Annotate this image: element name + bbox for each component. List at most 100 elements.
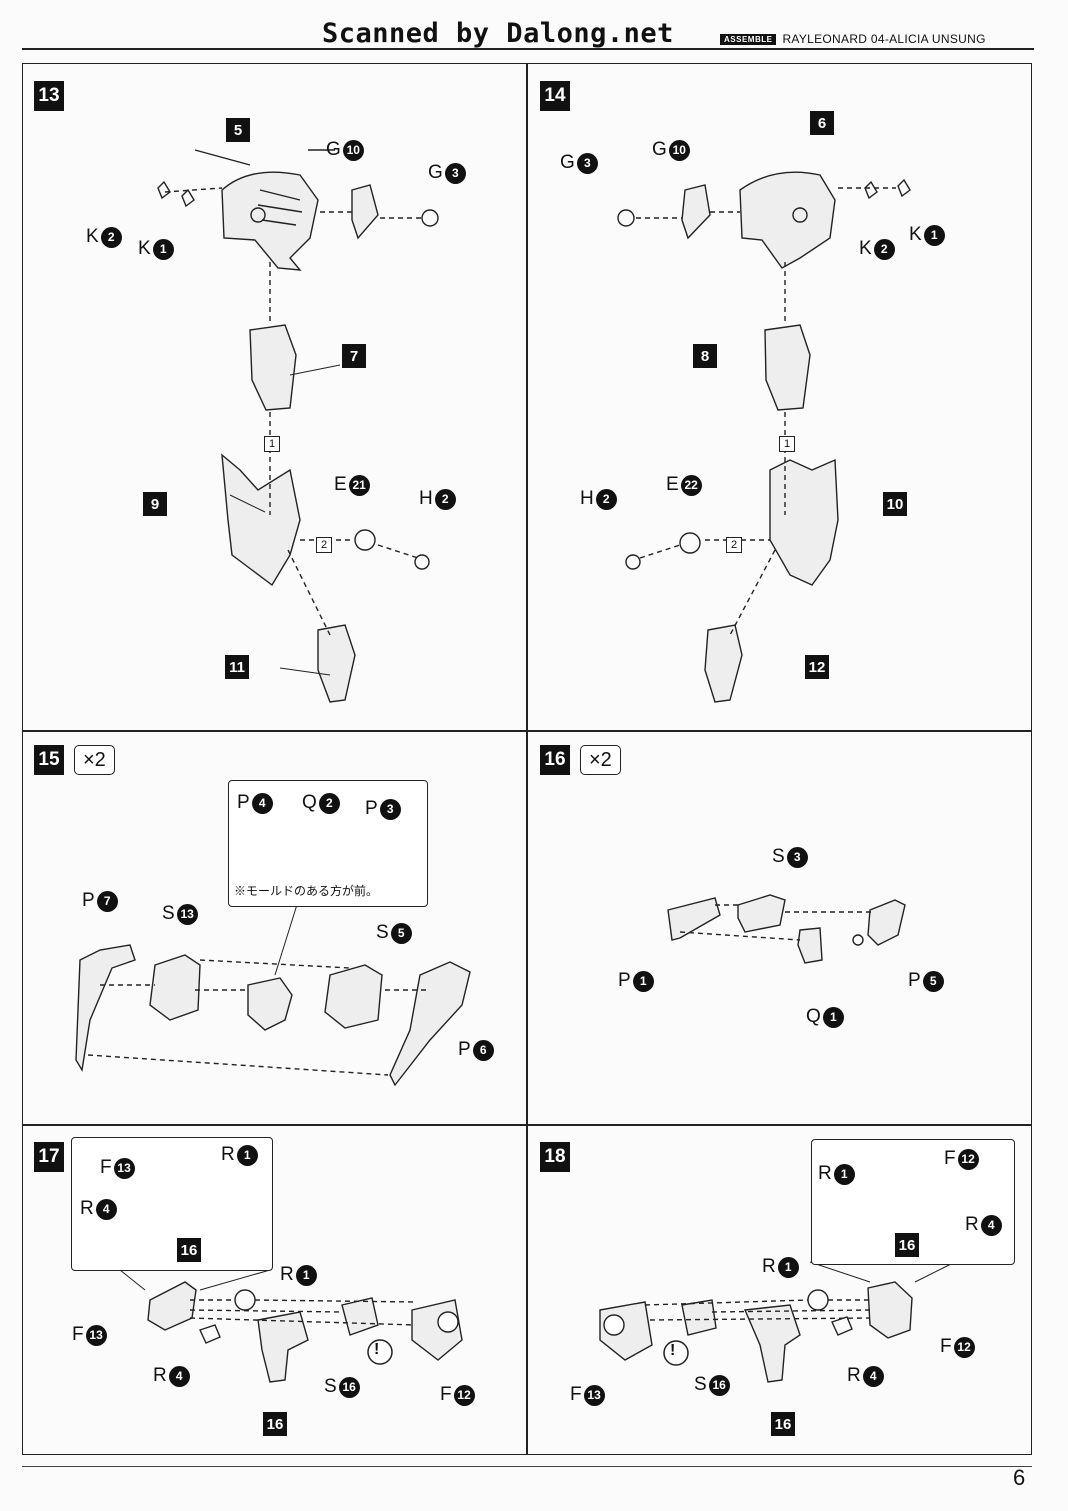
- row-divider-1: [22, 730, 1032, 732]
- page-number: 6: [1013, 1465, 1026, 1490]
- quantity-badge: ×2: [74, 745, 115, 775]
- label-letter: K: [909, 224, 922, 245]
- quantity-badge: ×2: [580, 745, 621, 775]
- label-letter: P: [365, 798, 378, 819]
- substep-1: 1: [264, 436, 280, 452]
- assemble-badge: ASSEMBLE: [720, 33, 777, 45]
- label-number: 12: [953, 1336, 975, 1358]
- label-letter: F: [100, 1157, 112, 1178]
- label-letter: R: [280, 1264, 294, 1285]
- label-letter: E: [334, 474, 347, 495]
- step-14-number: 14: [540, 81, 570, 111]
- label-number: 2: [873, 238, 895, 260]
- part-5-marker: 5: [226, 118, 250, 142]
- label-number: 1: [236, 1144, 258, 1166]
- label-letter: R: [847, 1365, 861, 1386]
- label-number: 1: [295, 1264, 317, 1286]
- label-letter: R: [221, 1144, 235, 1165]
- label-letter: F: [72, 1324, 84, 1345]
- label-letter: Q: [806, 1006, 821, 1027]
- label-number: 1: [833, 1163, 855, 1185]
- label-letter: R: [153, 1365, 167, 1386]
- caution-icon: !: [374, 1341, 380, 1358]
- label-letter: K: [859, 238, 872, 259]
- label-number: 1: [923, 224, 945, 246]
- label-number: 3: [379, 798, 401, 820]
- column-divider: [526, 63, 528, 1455]
- label-letter: R: [965, 1214, 979, 1235]
- step-17-number: 17: [34, 1142, 64, 1172]
- label-number: 4: [251, 792, 273, 814]
- part-7-marker: 7: [342, 344, 366, 368]
- scanned-by-label: Scanned by Dalong.net: [322, 18, 674, 49]
- label-number: 21: [348, 474, 370, 496]
- label-letter: R: [818, 1163, 832, 1184]
- label-letter: H: [419, 488, 433, 509]
- part-16-marker: 16: [771, 1412, 795, 1436]
- label-number: 3: [444, 162, 466, 184]
- label-number: 2: [318, 792, 340, 814]
- model-title: RAYLEONARD 04-ALICIA UNSUNG: [782, 32, 986, 46]
- label-letter: K: [138, 238, 151, 259]
- label-number: 4: [862, 1365, 884, 1387]
- label-letter: P: [458, 1039, 471, 1060]
- label-letter: G: [326, 139, 341, 160]
- label-number: 3: [576, 152, 598, 174]
- label-letter: P: [618, 970, 631, 991]
- substep-2: 2: [726, 537, 742, 553]
- label-letter: F: [570, 1384, 582, 1405]
- label-number: 13: [176, 903, 198, 925]
- label-letter: G: [428, 162, 443, 183]
- part-16-marker: 16: [177, 1238, 201, 1262]
- label-number: 12: [453, 1384, 475, 1406]
- label-letter: P: [908, 970, 921, 991]
- label-number: 1: [632, 970, 654, 992]
- label-number: 6: [472, 1039, 494, 1061]
- label-number: 13: [85, 1324, 107, 1346]
- header-rule: [22, 48, 1034, 50]
- label-number: 10: [668, 139, 690, 161]
- step-15-number: 15: [34, 745, 64, 775]
- part-16-marker: 16: [263, 1412, 287, 1436]
- label-number: 5: [922, 970, 944, 992]
- step-13-number: 13: [34, 81, 64, 111]
- label-number: 2: [595, 488, 617, 510]
- part-8-marker: 8: [693, 344, 717, 368]
- label-letter: S: [376, 922, 389, 943]
- label-letter: E: [666, 474, 679, 495]
- label-letter: F: [940, 1336, 952, 1357]
- label-number: 12: [957, 1148, 979, 1170]
- label-letter: P: [237, 792, 250, 813]
- substep-1: 1: [779, 436, 795, 452]
- label-number: 1: [777, 1256, 799, 1278]
- label-number: 10: [342, 139, 364, 161]
- caution-icon: !: [670, 1342, 676, 1359]
- label-letter: H: [580, 488, 594, 509]
